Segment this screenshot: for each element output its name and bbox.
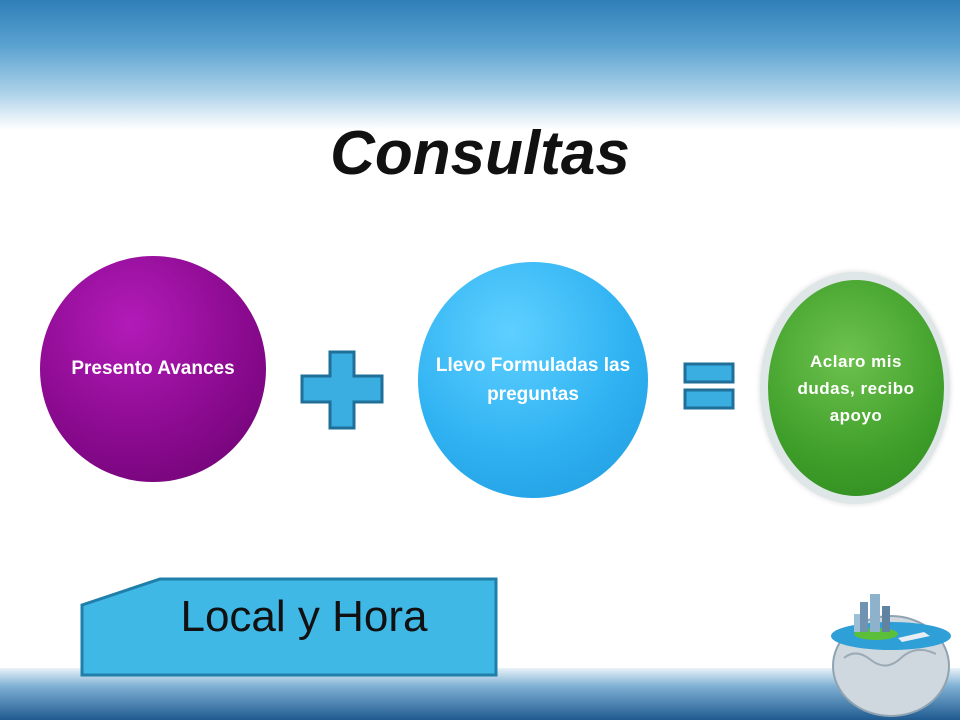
step-label-presento: Presento Avances <box>71 358 235 379</box>
header-gradient-band <box>0 0 960 130</box>
location-time-label: Local y Hora <box>180 592 428 641</box>
step-circle-llevo: Llevo Formuladas las preguntas <box>418 262 648 498</box>
footer-gradient-band <box>0 668 960 720</box>
globe-city-icon <box>831 594 951 717</box>
slide-title: Consultas <box>330 119 630 188</box>
step-circle-aclaro: Aclaro mis dudas, recibo apoyo <box>768 280 944 496</box>
equals-icon <box>683 362 735 410</box>
step-circle-presento: Presento Avances <box>40 256 266 482</box>
step-label-llevo: Llevo Formuladas las preguntas <box>435 355 631 405</box>
step-label-aclaro: Aclaro mis dudas, recibo apoyo <box>797 351 915 425</box>
location-time-badge <box>80 577 498 677</box>
plus-icon <box>300 350 384 430</box>
